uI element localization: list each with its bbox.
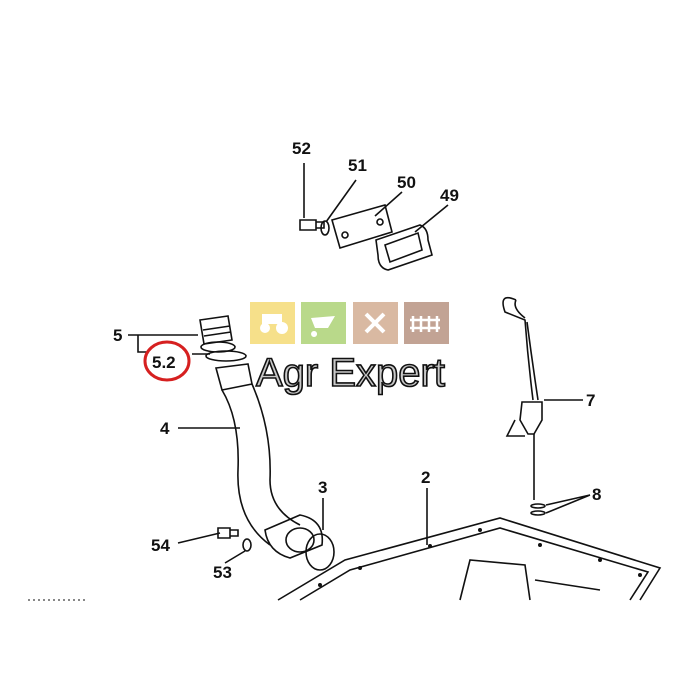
plate-50 bbox=[331, 204, 393, 250]
label-7: 7 bbox=[586, 391, 595, 410]
filler-tube-4 bbox=[214, 363, 324, 559]
seal-5-2 bbox=[205, 350, 247, 362]
label-8: 8 bbox=[592, 485, 601, 504]
bolt-52 bbox=[299, 219, 325, 231]
label-5-2: 5.2 bbox=[152, 353, 176, 372]
label-53: 53 bbox=[213, 563, 232, 582]
oil-pan-gasket-2 bbox=[277, 517, 662, 601]
label-49: 49 bbox=[440, 186, 459, 205]
o-ring-8b bbox=[530, 510, 546, 516]
label-3: 3 bbox=[318, 478, 327, 497]
o-ring-8a bbox=[530, 503, 546, 509]
highlight-circle bbox=[143, 340, 191, 382]
label-5: 5 bbox=[113, 326, 122, 345]
label-4: 4 bbox=[160, 419, 170, 438]
o-ring-3 bbox=[305, 533, 335, 571]
washer-53 bbox=[242, 538, 252, 552]
callout-labels: 52 51 50 49 5 5.2 4 7 3 2 8 54 53 bbox=[113, 139, 601, 582]
label-50: 50 bbox=[397, 173, 416, 192]
label-51: 51 bbox=[348, 156, 367, 175]
label-54: 54 bbox=[151, 536, 170, 555]
watermark-logo bbox=[250, 302, 449, 344]
fence-icon bbox=[404, 302, 449, 344]
filler-cap-5 bbox=[199, 315, 236, 353]
label-2: 2 bbox=[421, 468, 430, 487]
watermark-text: Agr Expert bbox=[256, 351, 445, 395]
gasket-49 bbox=[375, 224, 433, 271]
label-52: 52 bbox=[292, 139, 311, 158]
dipstick-7 bbox=[502, 296, 543, 500]
bolt-54 bbox=[217, 527, 239, 539]
washer-51 bbox=[320, 220, 330, 236]
